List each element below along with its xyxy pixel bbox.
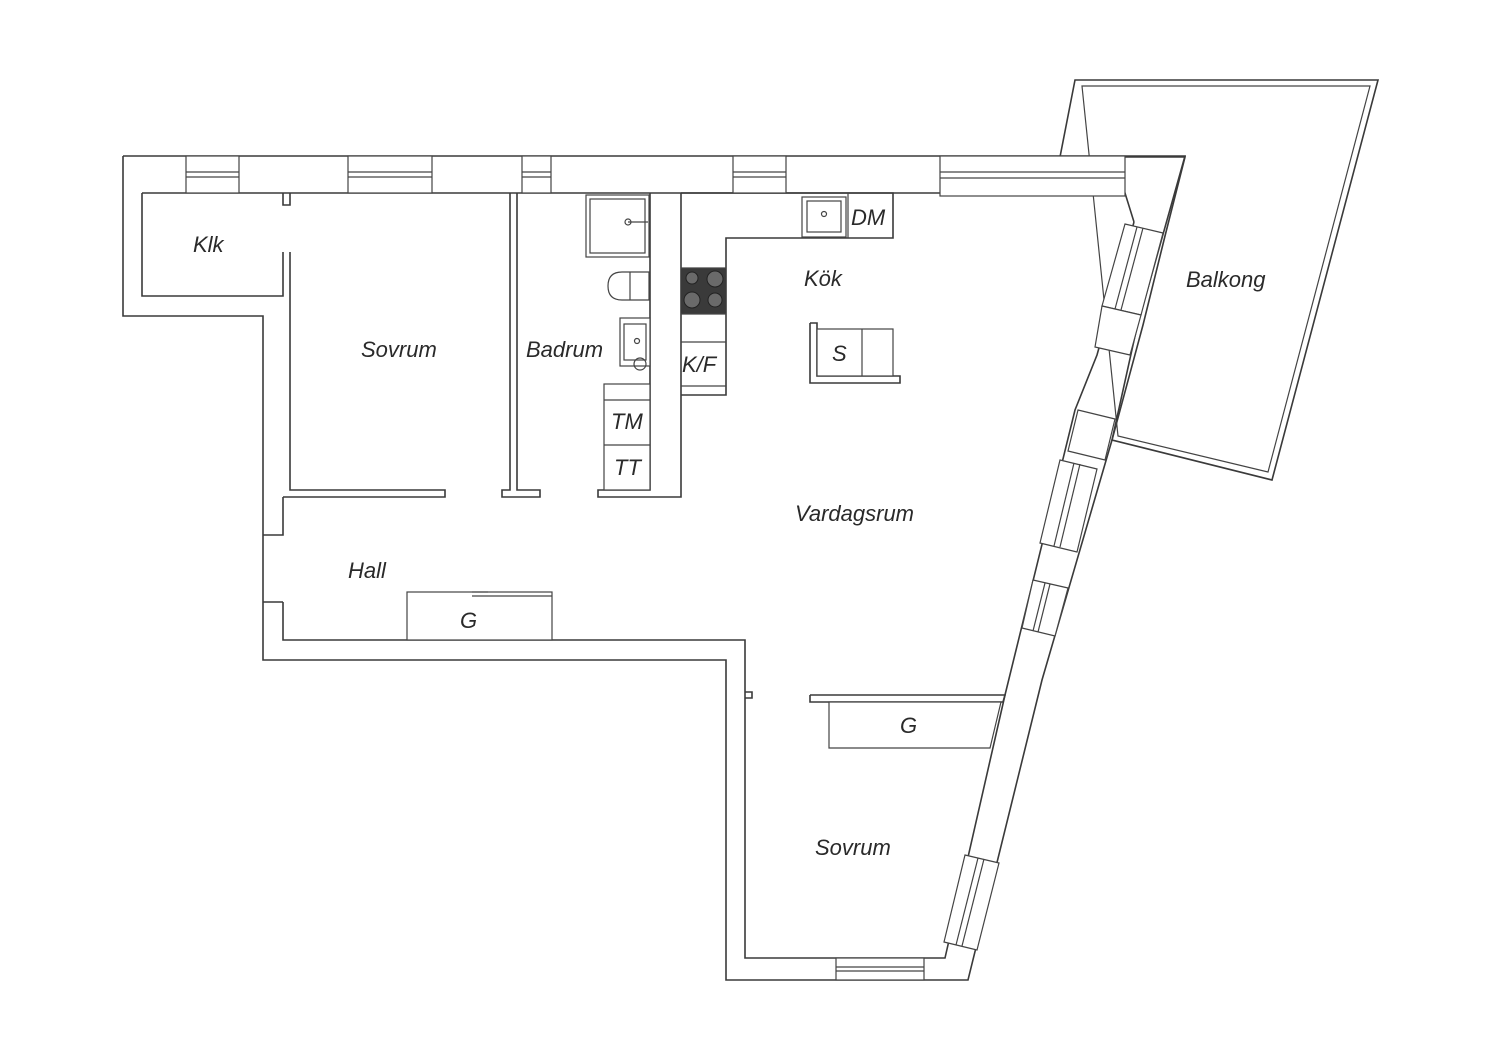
- wardrobe-hall: [406, 591, 553, 641]
- fixture-label-s: S: [832, 341, 847, 366]
- window-badrum: [521, 155, 552, 194]
- washer-dryer: [603, 383, 651, 491]
- fixture-labels: DM K/F S TM TT G G: [460, 205, 917, 738]
- room-label-sovrum-2: Sovrum: [815, 835, 891, 860]
- sink-icon: [619, 317, 651, 371]
- fixture-label-tm: TM: [611, 409, 643, 434]
- fixtures: [406, 193, 1002, 749]
- window-klk: [185, 155, 240, 194]
- room-labels: Klk Sovrum Badrum Kök Balkong Vardagsrum…: [193, 232, 1266, 860]
- hob-icon: [681, 268, 726, 314]
- window-sovrum-2: [943, 854, 1000, 951]
- windows: [185, 155, 1164, 981]
- fixture-label-g-hall: G: [460, 608, 477, 633]
- window-kok: [732, 155, 787, 194]
- room-label-klk: Klk: [193, 232, 225, 257]
- fixture-label-tt: TT: [614, 455, 642, 480]
- room-label-vardagsrum: Vardagsrum: [795, 501, 914, 526]
- room-label-sovrum-1: Sovrum: [361, 337, 437, 362]
- kitchen-island: [809, 322, 901, 384]
- window-sovrum-2-bottom: [835, 957, 925, 981]
- fixture-label-kf: K/F: [682, 352, 718, 377]
- fixture-label-g-sovrum: G: [900, 713, 917, 738]
- wardrobe-sovrum: [828, 701, 1002, 749]
- room-label-balkong: Balkong: [1186, 267, 1266, 292]
- outer-walls: [122, 155, 1187, 981]
- room-label-badrum: Badrum: [526, 337, 603, 362]
- kitchen-sink-icon: [801, 193, 849, 238]
- toilet-icon: [607, 271, 650, 301]
- window-vardagsrum-1: [1039, 409, 1116, 553]
- room-label-kok: Kök: [804, 266, 843, 291]
- window-sovrum-1: [347, 155, 433, 194]
- fixture-label-dm: DM: [851, 205, 886, 230]
- shower-icon: [585, 194, 650, 258]
- window-kok-large: [939, 155, 1126, 197]
- window-vardagsrum-2: [1021, 579, 1069, 637]
- window-balkong-door: [1094, 223, 1164, 356]
- room-label-hall: Hall: [348, 558, 387, 583]
